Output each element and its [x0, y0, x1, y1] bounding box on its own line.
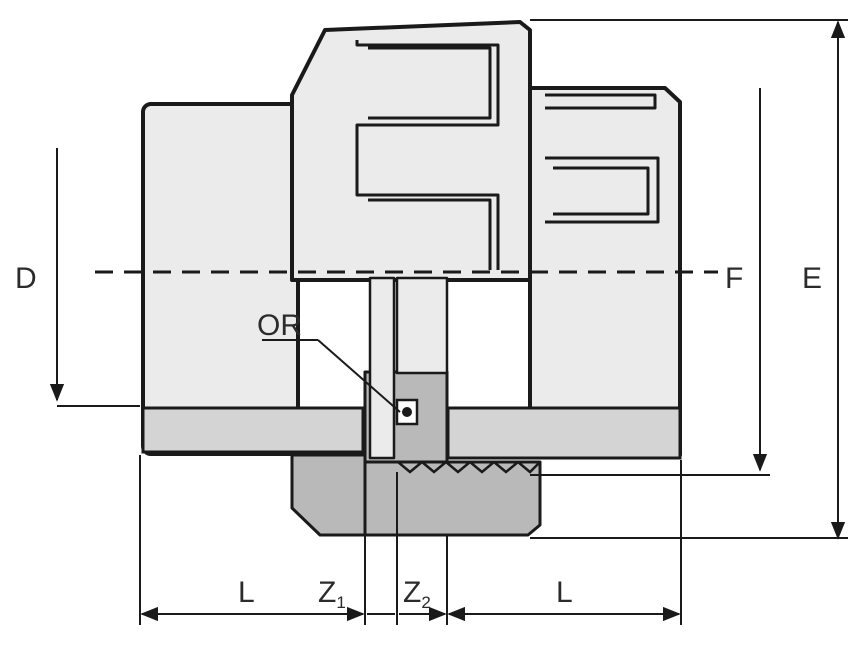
label-z1: Z1: [318, 576, 346, 612]
label-z1-sub: 1: [336, 593, 345, 612]
nut-grip-ribs: [355, 40, 500, 270]
label-z2-main: Z: [403, 576, 421, 609]
label-l-right: L: [556, 576, 573, 609]
o-ring: [395, 398, 419, 426]
insert-face-right: [395, 276, 449, 375]
label-z2-sub: 2: [421, 593, 430, 612]
insert-face-left: [368, 276, 396, 460]
left-socket-body: [141, 102, 300, 456]
label-z1-main: Z: [318, 576, 336, 609]
thread-teeth: [397, 460, 541, 474]
label-f: F: [725, 262, 743, 295]
label-z2: Z2: [403, 576, 431, 612]
label-d: D: [15, 262, 37, 295]
right-socket-wall-section: [446, 406, 682, 460]
label-or: OR: [257, 309, 302, 342]
left-socket-wall-section: [141, 406, 365, 454]
bottom-extension-lines: [139, 455, 682, 625]
end-grip-ribs: [545, 93, 660, 224]
threaded-collar-section: [363, 460, 542, 537]
label-l-left: L: [238, 576, 255, 609]
union-nut-section: [290, 453, 367, 537]
label-e: E: [802, 262, 822, 295]
union-nut: [290, 20, 532, 282]
